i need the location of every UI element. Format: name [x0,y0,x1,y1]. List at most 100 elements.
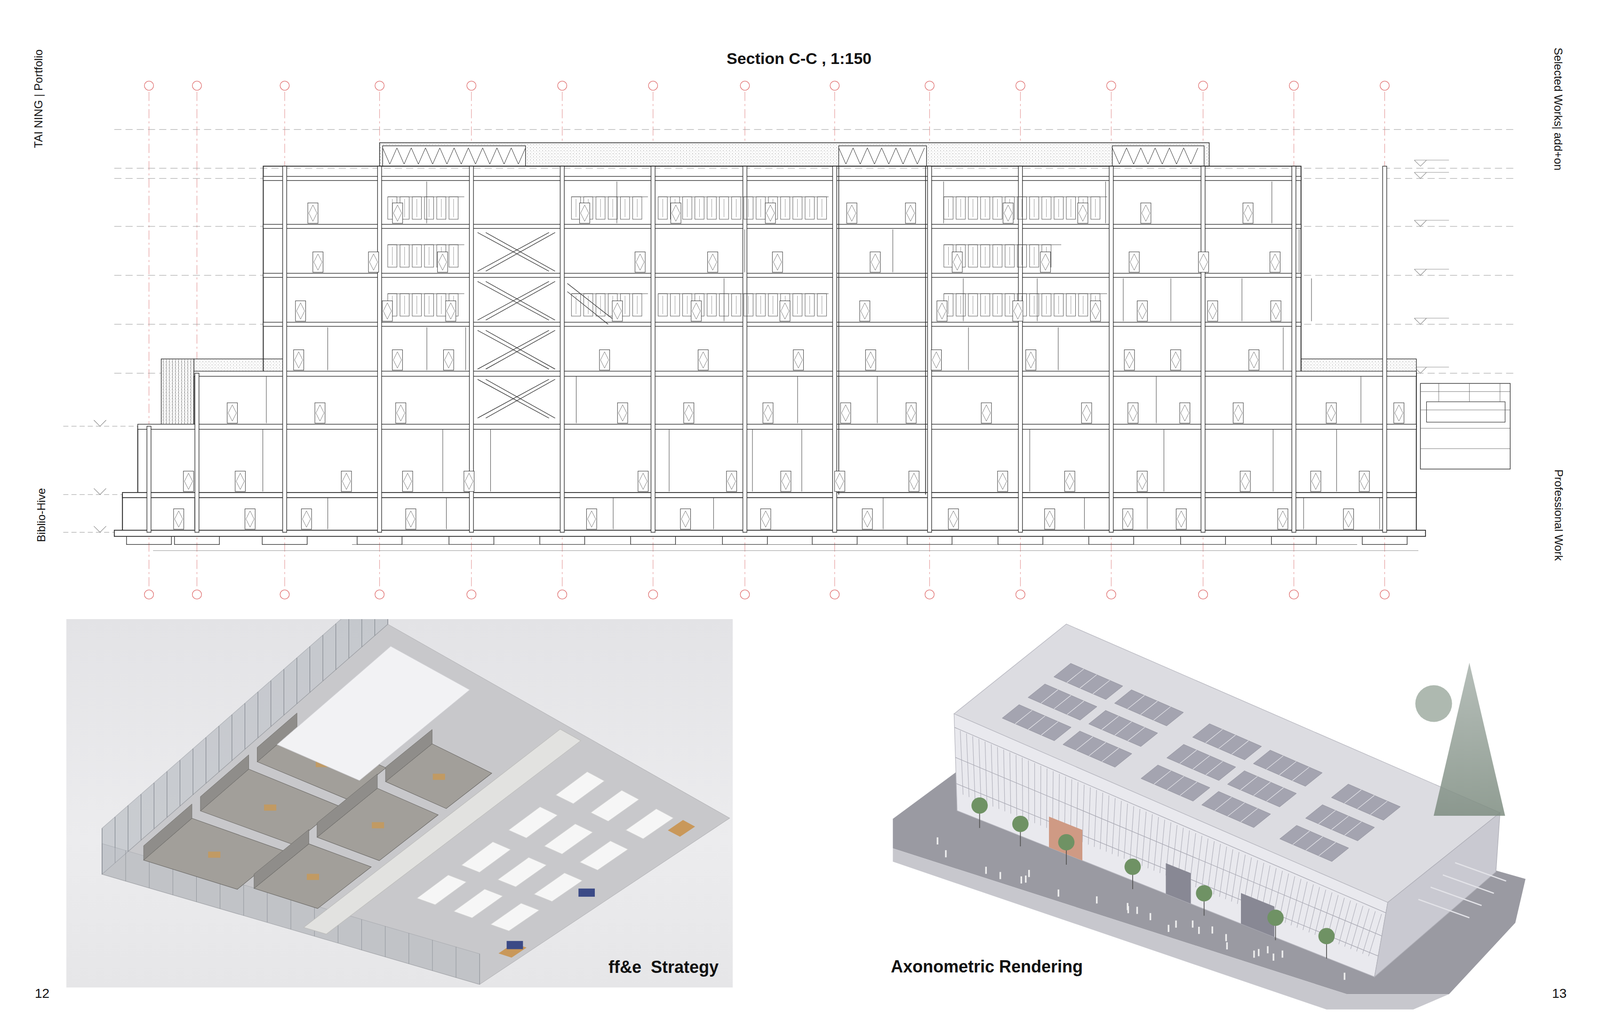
facade-fin [1231,852,1240,902]
shelf [711,199,712,218]
partition [1146,497,1148,530]
partition [490,429,491,492]
skylight-rib [1218,735,1236,749]
shelf [1070,199,1072,218]
door [997,471,1008,492]
footing [1088,536,1134,545]
door-swing [761,511,770,528]
mullion [140,794,142,841]
mullion [257,692,259,739]
shelf [1058,199,1059,218]
skylight-rib [1101,716,1119,730]
skylight-rib [1319,842,1336,857]
footing [126,536,172,545]
desk-cluster [555,771,605,804]
footing [722,536,768,545]
skylight-rib [1066,669,1084,683]
mullion [456,947,457,978]
skylight-rib [1357,795,1375,810]
facade-fin [1094,790,1097,848]
facade-fin [1040,766,1042,826]
grid-bubble [192,590,202,600]
door [931,349,942,370]
mullion [231,714,232,761]
shelf [792,196,803,220]
person [1272,953,1274,961]
mullion [166,771,168,818]
shelf [980,196,991,220]
canopy [1420,428,1511,429]
foundation-line [352,544,1358,545]
section-name: Professional Work [1552,469,1566,561]
escalator [485,232,555,272]
facade-fin [1296,881,1308,928]
person [1281,950,1283,958]
tree-crown [1195,885,1213,902]
shelf [992,244,1003,268]
canopy [1420,391,1511,392]
door [840,402,851,424]
shelf [424,196,434,220]
door [1128,402,1139,424]
shelf [387,244,398,268]
skylight-rib [1102,748,1120,762]
grid-bubble [740,80,750,91]
door [859,300,871,321]
level-marker [93,420,106,427]
grid-bubble [375,80,385,91]
shelf [956,293,966,317]
floor-slab [263,176,1301,181]
desk-cluster [533,872,583,902]
door-swing [393,352,402,369]
shelf [772,296,774,315]
door [464,471,475,492]
shelf [624,199,626,218]
door-swing [294,352,303,369]
skylight-rib [1153,706,1171,721]
person [1024,875,1027,883]
mullion [408,933,409,965]
mullion [335,624,336,671]
partition [327,327,328,371]
door [1140,202,1152,224]
grid-bubble [144,80,154,91]
shelf [595,293,606,317]
shelf [687,296,688,315]
door [762,402,774,424]
partition [616,181,617,224]
grid-bubble [557,590,568,600]
facade-fin [1106,795,1110,853]
door [634,251,646,272]
shelf [588,296,589,315]
facade-band [956,783,1379,957]
skylight-rib [1054,695,1072,710]
facade-fin [1118,800,1122,857]
tree-crown [1124,858,1142,876]
shelf [436,293,447,317]
shelf [1078,293,1088,317]
shelf [682,293,693,317]
facade-fin [1112,798,1115,855]
column [1200,166,1206,533]
door-swing [841,404,850,422]
shelf [637,199,638,218]
shelf [711,296,712,315]
shelf [784,199,786,218]
planter-hatch [168,359,170,427]
stair [567,291,609,325]
grid-bubble [1198,590,1208,600]
door [183,471,194,492]
shelf [1033,199,1035,218]
skylight-rib [1214,797,1232,811]
desk-cluster [579,840,628,871]
grid-bubble [466,80,477,91]
partition [446,497,447,530]
level-marker [1414,220,1449,221]
shelf [448,244,459,268]
door-swing [708,254,717,271]
mullion [266,892,268,923]
skylight-truss [838,147,925,165]
door-swing [246,511,255,528]
door-swing [1240,473,1249,490]
shelf [695,196,705,220]
